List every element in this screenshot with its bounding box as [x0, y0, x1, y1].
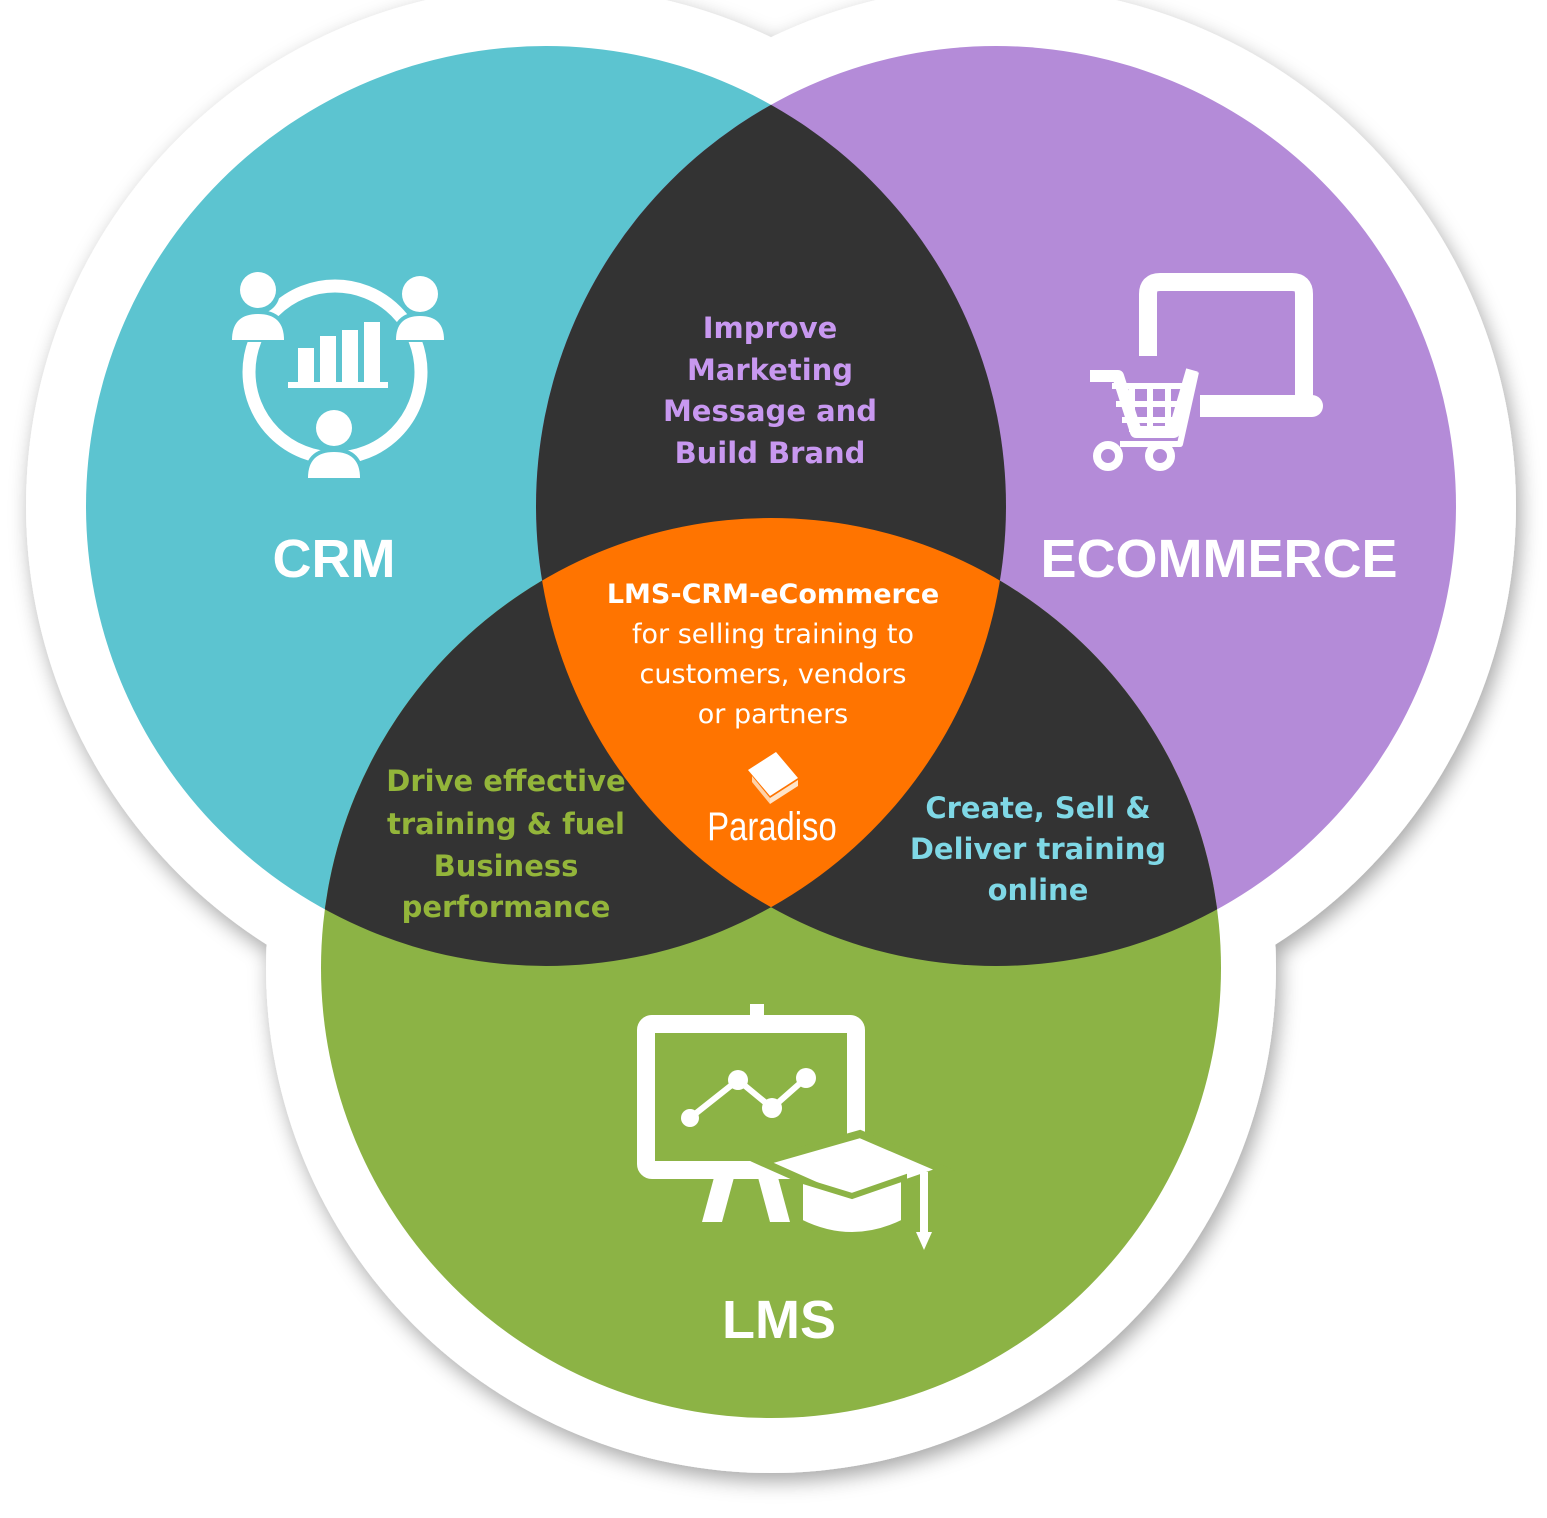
- paradiso-brand: Paradiso: [707, 804, 836, 849]
- crm-lms-line: Business: [434, 849, 579, 883]
- paradiso-book-logo-icon: [748, 752, 798, 804]
- lms-label: LMS: [722, 1290, 836, 1350]
- ecommerce-label: ECOMMERCE: [1040, 529, 1397, 589]
- crm-ecommerce-line: Build Brand: [675, 436, 866, 470]
- center-title: LMS-CRM-eCommerce: [607, 579, 939, 610]
- crm-ecommerce-line: Message and: [663, 394, 877, 428]
- crm-lms-text: Drive effective training & fuel Business…: [386, 764, 625, 924]
- ecommerce-lms-line: Deliver training: [910, 832, 1166, 866]
- crm-ecommerce-line: Marketing: [687, 353, 853, 387]
- crm-lms-line: training & fuel: [387, 807, 625, 841]
- center-line: or partners: [698, 699, 848, 730]
- presentation-board-graduation-cap-icon: [637, 1004, 956, 1250]
- center-text: LMS-CRM-eCommerce for selling training t…: [607, 579, 939, 730]
- center-line: customers, vendors: [640, 659, 907, 690]
- crm-lms-line: performance: [402, 890, 611, 924]
- center-line: for selling training to: [632, 619, 914, 650]
- crm-ecommerce-line: Improve: [703, 311, 838, 345]
- crm-people-chart-icon: [228, 270, 448, 480]
- crm-ecommerce-text: Improve Marketing Message and Build Bran…: [663, 311, 877, 470]
- crm-label: CRM: [273, 529, 396, 589]
- ecommerce-lms-text: Create, Sell & Deliver training online: [910, 791, 1166, 907]
- ecommerce-lms-line: Create, Sell &: [925, 791, 1150, 825]
- ecommerce-lms-line: online: [988, 873, 1089, 907]
- crm-lms-line: Drive effective: [386, 764, 625, 798]
- laptop-cart-icon: [1090, 273, 1323, 471]
